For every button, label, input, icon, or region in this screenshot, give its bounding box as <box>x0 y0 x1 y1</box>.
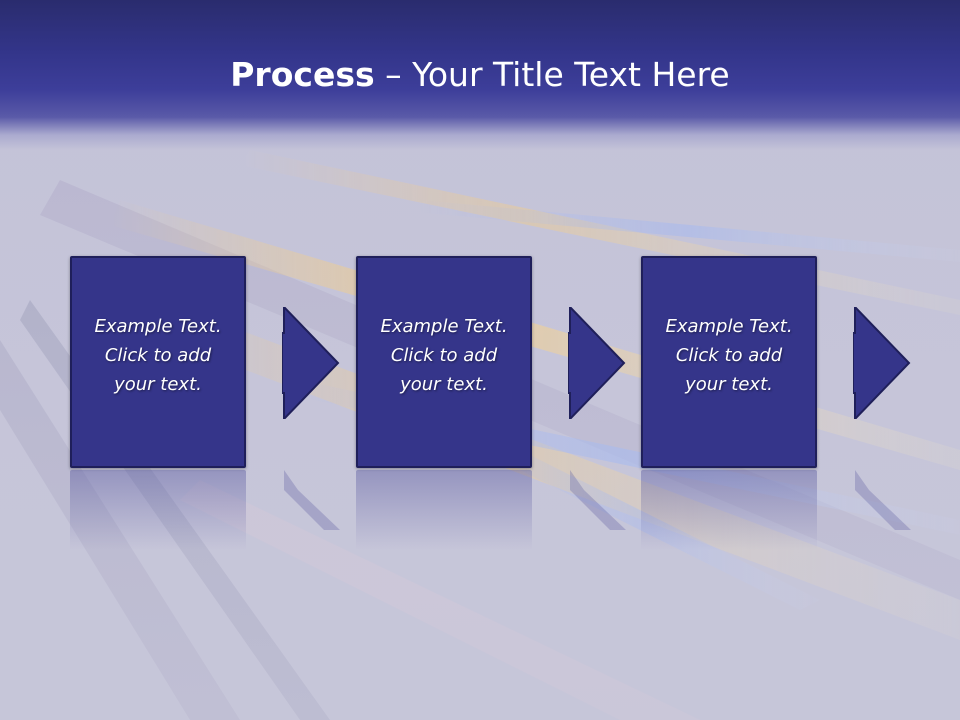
process-box-1-reflection <box>70 470 246 550</box>
process-box-1-text[interactable]: Example Text. Click to add your text. <box>72 312 244 399</box>
title-bold-text: Process <box>230 55 375 94</box>
arrow-right-icon <box>568 307 626 419</box>
step-3-line-3: your text. <box>685 374 773 395</box>
step-2-line-2: Click to add <box>390 345 498 366</box>
arrow-reflection <box>570 470 626 530</box>
process-box-3-reflection <box>641 470 817 550</box>
process-step-2[interactable]: Example Text. Click to add your text. <box>356 256 532 468</box>
process-step-3[interactable]: Example Text. Click to add your text. <box>641 256 817 468</box>
process-box-2[interactable]: Example Text. Click to add your text. <box>356 256 532 468</box>
arrow-right-icon <box>853 307 911 419</box>
arrow-reflection <box>284 470 340 530</box>
arrow-reflection <box>855 470 911 530</box>
title-band <box>0 0 960 150</box>
step-3-line-2: Click to add <box>675 345 783 366</box>
step-2-line-1: Example Text. <box>380 316 508 337</box>
step-1-line-2: Click to add <box>104 345 212 366</box>
title-rest-text: – Your Title Text Here <box>374 55 730 94</box>
process-box-1[interactable]: Example Text. Click to add your text. <box>70 256 246 468</box>
arrow-right-icon <box>282 307 340 419</box>
step-2-line-3: your text. <box>400 374 488 395</box>
process-step-1[interactable]: Example Text. Click to add your text. <box>70 256 246 468</box>
process-box-3[interactable]: Example Text. Click to add your text. <box>641 256 817 468</box>
process-box-2-text[interactable]: Example Text. Click to add your text. <box>358 312 530 399</box>
step-1-line-3: your text. <box>114 374 202 395</box>
slide-title[interactable]: Process – Your Title Text Here <box>0 50 960 100</box>
process-box-2-reflection <box>356 470 532 550</box>
step-1-line-1: Example Text. <box>94 316 222 337</box>
step-3-line-1: Example Text. <box>665 316 793 337</box>
process-box-3-text[interactable]: Example Text. Click to add your text. <box>643 312 815 399</box>
